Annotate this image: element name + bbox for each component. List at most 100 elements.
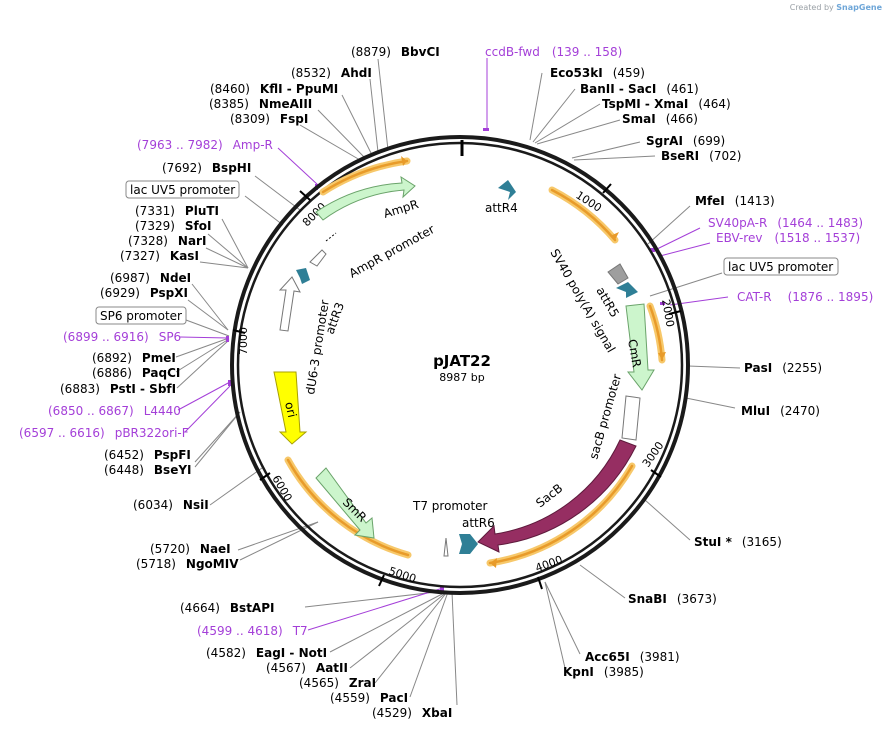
leader-eagi — [329, 591, 447, 653]
site-pasi: PasI(2255) — [744, 361, 822, 375]
attr6-label: attR6 — [462, 516, 495, 530]
lac-uv5-box-right — [723, 257, 839, 276]
sp6-promoter-box — [95, 306, 187, 325]
site-pspfi: (6452)PspFI — [104, 448, 191, 462]
leader-sgrai — [571, 141, 641, 159]
primer-leader-t7 — [307, 587, 444, 631]
leader-bbvci — [377, 58, 389, 151]
leader-lacuv5-left — [244, 195, 284, 226]
cmr-feature: CmR — [625, 303, 655, 391]
leader-pspxi — [187, 299, 229, 331]
site-psti-sbfi: (6883)PstI - SbfI — [60, 382, 176, 396]
leader-bsphi — [254, 175, 301, 211]
primer-leader-l4440 — [177, 381, 231, 411]
site-nmeaiii: (8385)NmeAIII — [209, 97, 312, 111]
primer-leader-sv40pa — [654, 227, 701, 251]
leader-smai — [536, 119, 621, 145]
boxed-feature-callouts: lac UV5 promoter SP6 promoter lac UV5 pr… — [95, 180, 839, 325]
leader-banii — [532, 88, 576, 143]
primer-leader-ampr — [277, 147, 319, 186]
primer-leader-pbr322 — [184, 385, 231, 433]
site-paqci: (6886)PaqCI — [92, 366, 180, 380]
snapgene-credit: Created by SnapGene — [790, 3, 882, 12]
site-sgrai: SgrAI(699) — [646, 134, 725, 148]
leader-paci — [409, 591, 449, 698]
leader-sp6promoter — [185, 319, 230, 337]
leader-psti — [176, 339, 230, 389]
primer-marker-l4440 — [228, 380, 231, 386]
t7-promoter-feature: T7 promoter — [412, 499, 488, 557]
leader-snabi — [579, 564, 626, 599]
site-mfei: MfeI(1413) — [695, 194, 775, 208]
site-xbai: (4529)XbaI — [372, 706, 452, 720]
lac-uv5-promoter-left-label: lac UV5 promoter — [130, 183, 235, 197]
leader-xbai — [451, 591, 458, 706]
site-tspmi-xmai: TspMI - XmaI(464) — [602, 97, 731, 111]
site-snabi: SnaBI(3673) — [628, 592, 717, 606]
attr4-feature: attR4 — [485, 180, 518, 215]
site-eco53ki: Eco53kI(459) — [550, 66, 645, 80]
leader-lacuv5-right — [649, 272, 723, 297]
leader-naei — [237, 521, 319, 551]
leader-pluti — [221, 218, 249, 269]
site-bstapi: (4664)BstAPI — [180, 601, 274, 615]
primer-sv40pa-r: SV40pA-R(1464 .. 1483) — [708, 216, 863, 230]
site-banii-saci: BanII - SacI(461) — [580, 82, 699, 96]
site-stui: StuI *(3165) — [694, 535, 782, 549]
leader-fspi — [299, 124, 361, 161]
plasmid-name: pJAT22 — [433, 352, 491, 370]
attr4-label: attR4 — [485, 201, 518, 215]
site-mlui: MluI(2470) — [741, 404, 820, 418]
orf-arcs — [284, 157, 666, 567]
primer-sp6: (6899 .. 6916)SP6 — [63, 330, 181, 344]
site-sfoi: (7329)SfoI — [135, 219, 211, 233]
t7-promoter-label: T7 promoter — [412, 499, 488, 513]
tick-label-2000: 2000 — [659, 298, 677, 328]
leader-eco53ki — [529, 72, 543, 141]
leader-pmei — [175, 337, 230, 358]
site-bbvci: (8879)BbvCI — [351, 45, 440, 59]
leader-kfli — [341, 94, 373, 156]
leader-ahdi — [369, 78, 379, 153]
backbone-outer-ring — [230, 135, 690, 595]
site-bseyi: (6448)BseYI — [104, 463, 192, 477]
site-labels-left: (8879)BbvCI (8532)AhdI (8460)KflI - PpuM… — [60, 45, 452, 720]
site-kpni: KpnI(3985) — [563, 665, 644, 679]
primer-ebv-rev: EBV-rev(1518 .. 1537) — [716, 231, 860, 245]
site-kfli-ppumi: (8460)KflI - PpuMI — [210, 82, 338, 96]
site-pspxi: (6929)PspXI — [100, 286, 188, 300]
site-ahdi: (8532)AhdI — [291, 66, 372, 80]
leader-pasi — [687, 365, 741, 369]
primer-marker-sv40pa — [650, 248, 655, 252]
site-pluti: (7331)PluTI — [135, 204, 219, 218]
ampr-promoter-label: AmpR promoter — [347, 222, 437, 281]
attr6-feature: attR6 — [459, 516, 495, 554]
primer-t7: (4599 .. 4618)T7 — [197, 624, 308, 638]
leader-paqci — [175, 338, 230, 373]
tick-label-7000: 7000 — [237, 327, 250, 355]
site-fspi: (8309)FspI — [230, 112, 308, 126]
ampr-promoter-feature: AmpR promoter — [309, 222, 437, 281]
leader-nsii — [209, 467, 263, 506]
leader-tspmi — [534, 103, 601, 144]
backbone-inner-ring — [236, 141, 684, 589]
site-bseri: BseRI(702) — [661, 149, 741, 163]
ori-feature: ori — [273, 371, 308, 445]
du6-promoter-label: dU6-3 promoter — [303, 299, 332, 396]
leader-lines — [175, 58, 741, 706]
sacb-label: SacB — [533, 481, 565, 510]
sp6-promoter-label: SP6 promoter — [100, 309, 182, 323]
lac-uv5-promoter-right-label: lac UV5 promoter — [728, 260, 833, 274]
leader-stui — [644, 499, 691, 541]
site-acc65i: Acc65I(3981) — [585, 650, 680, 664]
primer-leader-lines — [177, 58, 729, 631]
leader-bseyi — [194, 411, 241, 468]
leader-aatii — [349, 591, 448, 669]
site-aatii: (4567)AatII — [266, 661, 348, 675]
primer-labels: ccdB-fwd(139 .. 158) (7963 .. 7982)Amp-R… — [19, 45, 873, 638]
site-pmei: (6892)PmeI — [92, 351, 176, 365]
primer-ccdb-fwd: ccdB-fwd(139 .. 158) — [485, 45, 622, 59]
site-ndei: (6987)NdeI — [110, 271, 191, 285]
